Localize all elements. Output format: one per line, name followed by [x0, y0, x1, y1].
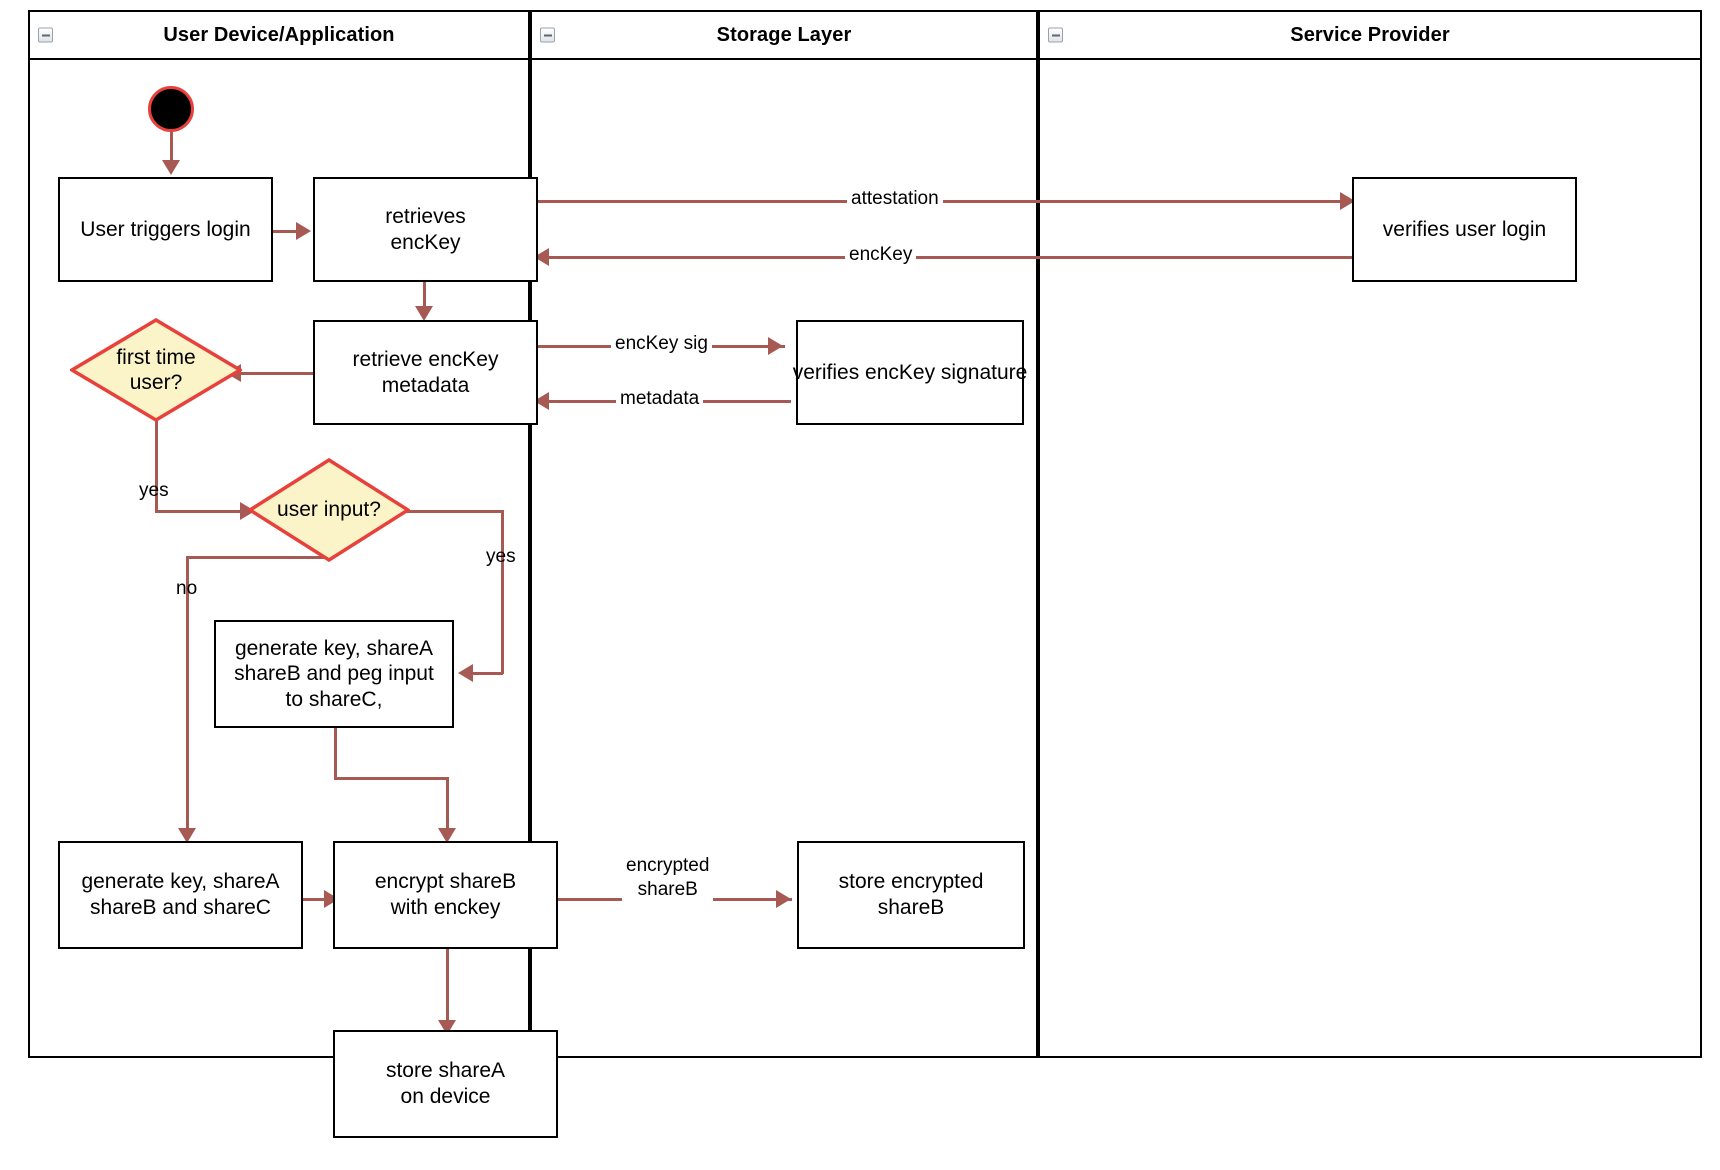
edge-shares-to-encrypt — [303, 898, 331, 901]
action-label: verifies user login — [1382, 217, 1547, 241]
edge-label-enckey: encKey — [845, 244, 917, 266]
action-generate-key-peg-input[interactable]: generate key, shareA shareB and peg inpu… — [214, 620, 454, 728]
minus-box-icon[interactable] — [1048, 27, 1063, 43]
swimlane-title-storage-layer: Storage Layer — [716, 23, 852, 46]
edge-metadata-to-firsttime — [240, 372, 314, 375]
swimlane-title-user-device: User Device/Application — [163, 23, 395, 46]
diamond-shape — [70, 318, 242, 422]
edge-enckey-return — [548, 256, 1356, 259]
edge-start-to-login — [170, 120, 173, 168]
arrowhead-peg-to-encrypt — [438, 828, 456, 843]
arrowhead-firsttime-to-userinput — [240, 502, 255, 520]
edge-userinput-yes-v — [501, 510, 504, 674]
arrowhead-attestation — [1340, 192, 1355, 210]
action-label: generate key, shareA shareB and shareC — [81, 870, 280, 919]
action-verifies-user-login[interactable]: verifies user login — [1352, 177, 1577, 282]
initial-node[interactable] — [148, 86, 194, 132]
edge-firsttime-yes-v — [155, 412, 158, 512]
edge-label-metadata: metadata — [616, 388, 704, 410]
decision-first-time-user[interactable]: first time user? — [70, 318, 242, 422]
swimlane-header-user-device: User Device/Application — [30, 12, 528, 60]
edge-label-attestation: attestation — [847, 188, 943, 210]
action-label: User triggers login — [80, 217, 251, 241]
action-verifies-enckey-signature[interactable]: verifies encKey signature — [793, 320, 1027, 425]
edge-label-no-user-input: no — [176, 578, 198, 599]
action-encrypt-shareb[interactable]: encrypt shareB with enckey — [333, 841, 558, 949]
decision-label: first time user? — [116, 345, 196, 394]
swimlane-header-service-provider: Service Provider — [1040, 12, 1700, 60]
edge-login-to-retrieves — [272, 230, 304, 233]
minus-box-icon[interactable] — [540, 27, 555, 43]
arrowhead-login-to-retrieves — [296, 222, 311, 240]
action-label: verifies encKey signature — [792, 360, 1028, 384]
edge-retrieves-to-metadata — [423, 254, 426, 314]
swimlane-title-service-provider: Service Provider — [1290, 23, 1450, 46]
action-store-encrypted-shareb[interactable]: store encrypted shareB — [797, 841, 1025, 949]
edge-userinput-yes-h1 — [406, 510, 504, 513]
action-label: retrieves encKey — [385, 204, 466, 254]
action-label: generate key, shareA shareB and peg inpu… — [234, 636, 434, 711]
decision-label: user input? — [277, 498, 381, 522]
arrowhead-encrypted-shareb — [776, 890, 791, 908]
action-store-sharea-on-device[interactable]: store shareA on device — [333, 1030, 558, 1138]
edge-peg-to-encrypt-h — [334, 777, 448, 780]
edge-userinput-yes-h2 — [470, 672, 503, 675]
edge-label-enckey-sig: encKey sig — [611, 333, 712, 355]
swimlane-service-provider[interactable]: Service Provider — [1038, 10, 1702, 1058]
edge-label-yes-user-input: yes — [486, 546, 516, 567]
action-generate-shares[interactable]: generate key, shareA shareB and shareC — [58, 841, 303, 949]
edge-firsttime-yes-h — [155, 510, 251, 513]
action-retrieves-enckey[interactable]: retrieves encKey — [313, 177, 538, 282]
action-label: store encrypted shareB — [838, 870, 984, 919]
edge-label-yes-first-time: yes — [139, 480, 169, 501]
edge-userinput-no-h — [186, 556, 331, 559]
action-user-triggers-login[interactable]: User triggers login — [58, 177, 273, 282]
decision-user-input[interactable]: user input? — [248, 458, 410, 562]
action-retrieve-enckey-metadata[interactable]: retrieve encKey metadata — [313, 320, 538, 425]
action-label: encrypt shareB with enckey — [374, 870, 517, 919]
edge-encrypt-to-storesharea — [446, 948, 449, 1028]
arrowhead-start-to-login — [162, 160, 180, 175]
action-label: store shareA on device — [385, 1059, 506, 1108]
arrowhead-retrieves-to-metadata — [415, 306, 433, 321]
arrowhead-enckey-sig — [768, 337, 783, 355]
arrowhead-userinput-no — [178, 828, 196, 843]
edge-userinput-no-v — [186, 556, 189, 836]
swimlane-header-storage-layer: Storage Layer — [532, 12, 1036, 60]
edge-label-encrypted-shareb: encrypted shareB — [622, 854, 714, 902]
diamond-shape — [248, 458, 410, 562]
action-label: retrieve encKey metadata — [352, 347, 499, 397]
edge-peg-to-encrypt-v2 — [446, 777, 449, 837]
arrowhead-userinput-yes — [458, 664, 473, 682]
edge-peg-to-encrypt-v1 — [334, 727, 337, 779]
minus-box-icon[interactable] — [38, 27, 53, 43]
